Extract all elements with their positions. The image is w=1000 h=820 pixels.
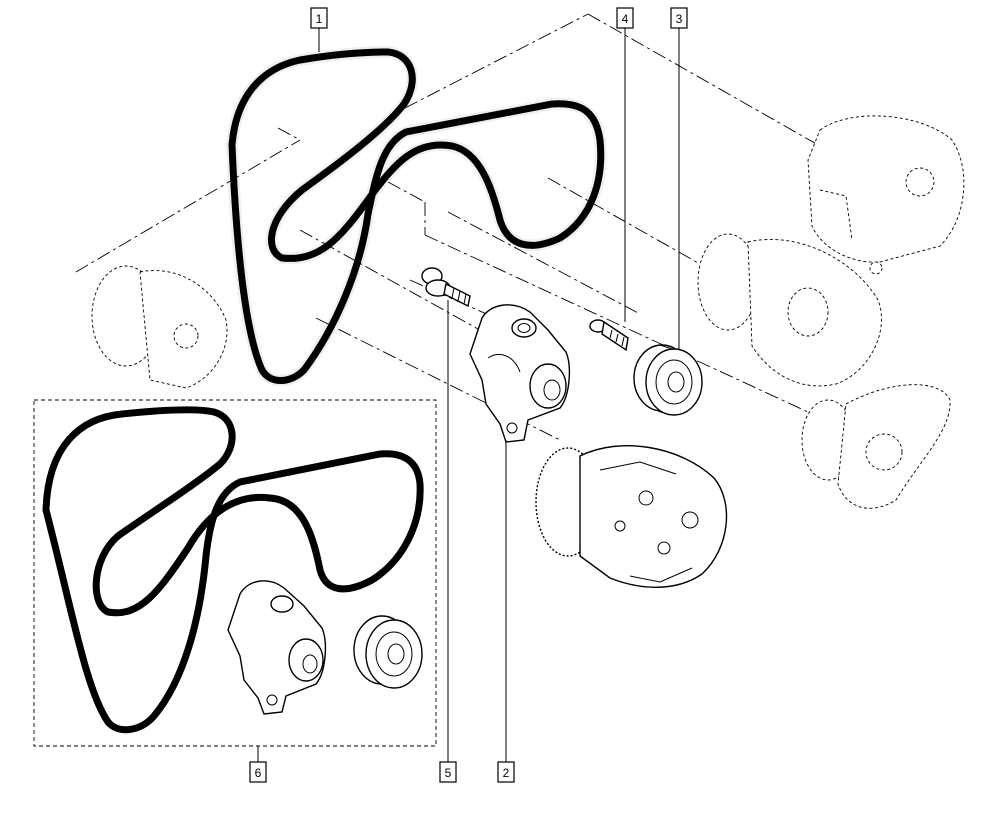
- tensioner-bolt[interactable]: [421, 267, 471, 308]
- callout-1[interactable]: 1: [310, 7, 328, 29]
- callout-1-label: 1: [316, 12, 323, 26]
- kit-tensioner: [227, 580, 327, 715]
- callout-6[interactable]: 6: [249, 761, 267, 783]
- callout-3-label: 3: [676, 12, 683, 26]
- callout-2-label: 2: [503, 766, 510, 780]
- callout-5-label: 5: [445, 766, 452, 780]
- belt-main[interactable]: [225, 45, 607, 387]
- alternator-ghost: [807, 115, 965, 275]
- callout-4-label: 4: [622, 12, 629, 26]
- power-steering-pump-ghost: [91, 265, 228, 389]
- belt-tensioner[interactable]: [469, 304, 571, 443]
- pulley-bolt[interactable]: [589, 319, 629, 352]
- water-pump-ghost: [801, 384, 951, 509]
- kit-belt: [42, 406, 424, 734]
- callout-6-label: 6: [255, 766, 262, 780]
- callout-leaders: [257, 28, 680, 762]
- callout-5[interactable]: 5: [439, 761, 457, 783]
- callout-2[interactable]: 2: [497, 761, 515, 783]
- belt-kit-group[interactable]: [33, 399, 437, 747]
- idler-pulley[interactable]: [633, 344, 703, 416]
- crankshaft-pulley-ghost: [697, 233, 882, 387]
- callout-4[interactable]: 4: [616, 7, 634, 29]
- ac-compressor: [535, 445, 728, 588]
- callout-3[interactable]: 3: [670, 7, 688, 29]
- kit-idler-pulley: [353, 615, 423, 689]
